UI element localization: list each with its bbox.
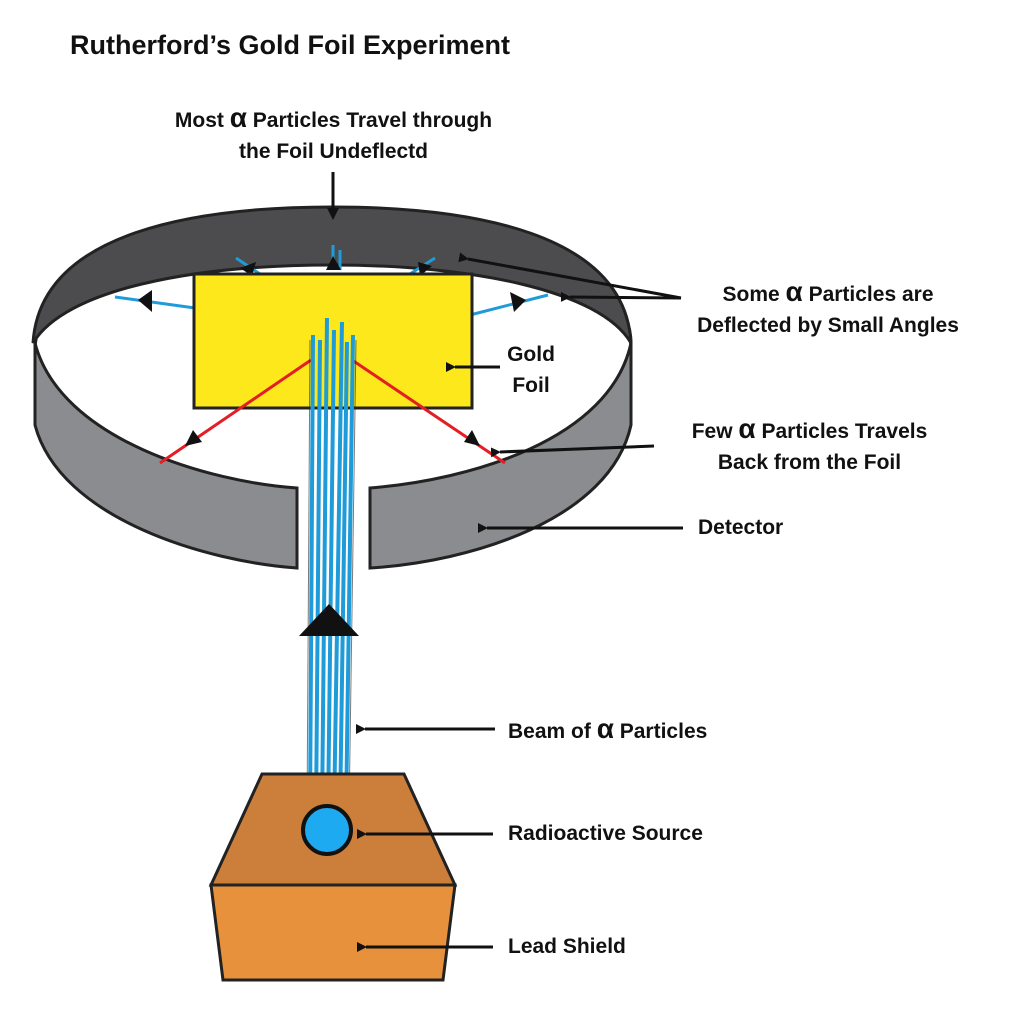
label-back-line1: Few α Particles Travels <box>657 413 962 447</box>
back-scatter-arrowheads <box>185 430 480 446</box>
label-undeflected-line1: Most α Particles Travel through <box>136 102 531 136</box>
beam-direction-arrow <box>299 604 359 636</box>
lead-shield-front <box>209 883 457 982</box>
detector-front-right <box>368 342 633 570</box>
pointer-lines <box>331 172 683 952</box>
alpha-symbol: α <box>229 102 247 133</box>
label-small-angles-line2: Deflected by Small Angles <box>697 314 959 337</box>
label-small-angles: Some α Particles are Deflected by Small … <box>663 276 993 341</box>
page-title: Rutherford’s Gold Foil Experiment <box>70 30 511 60</box>
label-text: Particles Travel through <box>246 109 493 132</box>
label-shield: Lead Shield <box>508 935 626 958</box>
alpha-symbol: α <box>738 413 756 444</box>
alpha-beam-outline <box>306 339 357 816</box>
label-detector: Detector <box>698 516 784 539</box>
label-text: Particles are <box>802 283 934 306</box>
label-gold-foil-line2: Foil <box>512 374 550 397</box>
label-text: Particles Travels <box>755 420 928 443</box>
label-undeflected: Most α Particles Travel through the Foil… <box>136 102 531 167</box>
alpha-symbol: α <box>785 276 803 307</box>
label-undeflected-line2: the Foil Undeflectd <box>239 140 428 163</box>
label-back: Few α Particles Travels Back from the Fo… <box>657 413 962 478</box>
undeflected-pointer-head <box>327 208 339 220</box>
alpha-beam <box>308 317 355 816</box>
label-text: Beam of <box>508 720 597 743</box>
alpha-symbol: α <box>596 713 614 744</box>
label-text: Few <box>691 420 739 443</box>
radioactive-source <box>301 804 353 856</box>
label-gold-foil-line1: Gold <box>507 343 555 366</box>
detector-back-wall <box>31 205 633 344</box>
detector-front-left <box>33 342 299 570</box>
label-text: Most <box>174 109 230 132</box>
label-source: Radioactive Source <box>508 822 703 845</box>
label-text: Particles <box>613 720 708 743</box>
label-small-angles-line1: Some α Particles are <box>663 276 993 310</box>
label-gold-foil: Gold Foil <box>496 339 566 401</box>
label-beam: Beam of α Particles <box>508 713 707 747</box>
label-text: Some <box>722 283 786 306</box>
label-back-line2: Back from the Foil <box>717 451 902 474</box>
